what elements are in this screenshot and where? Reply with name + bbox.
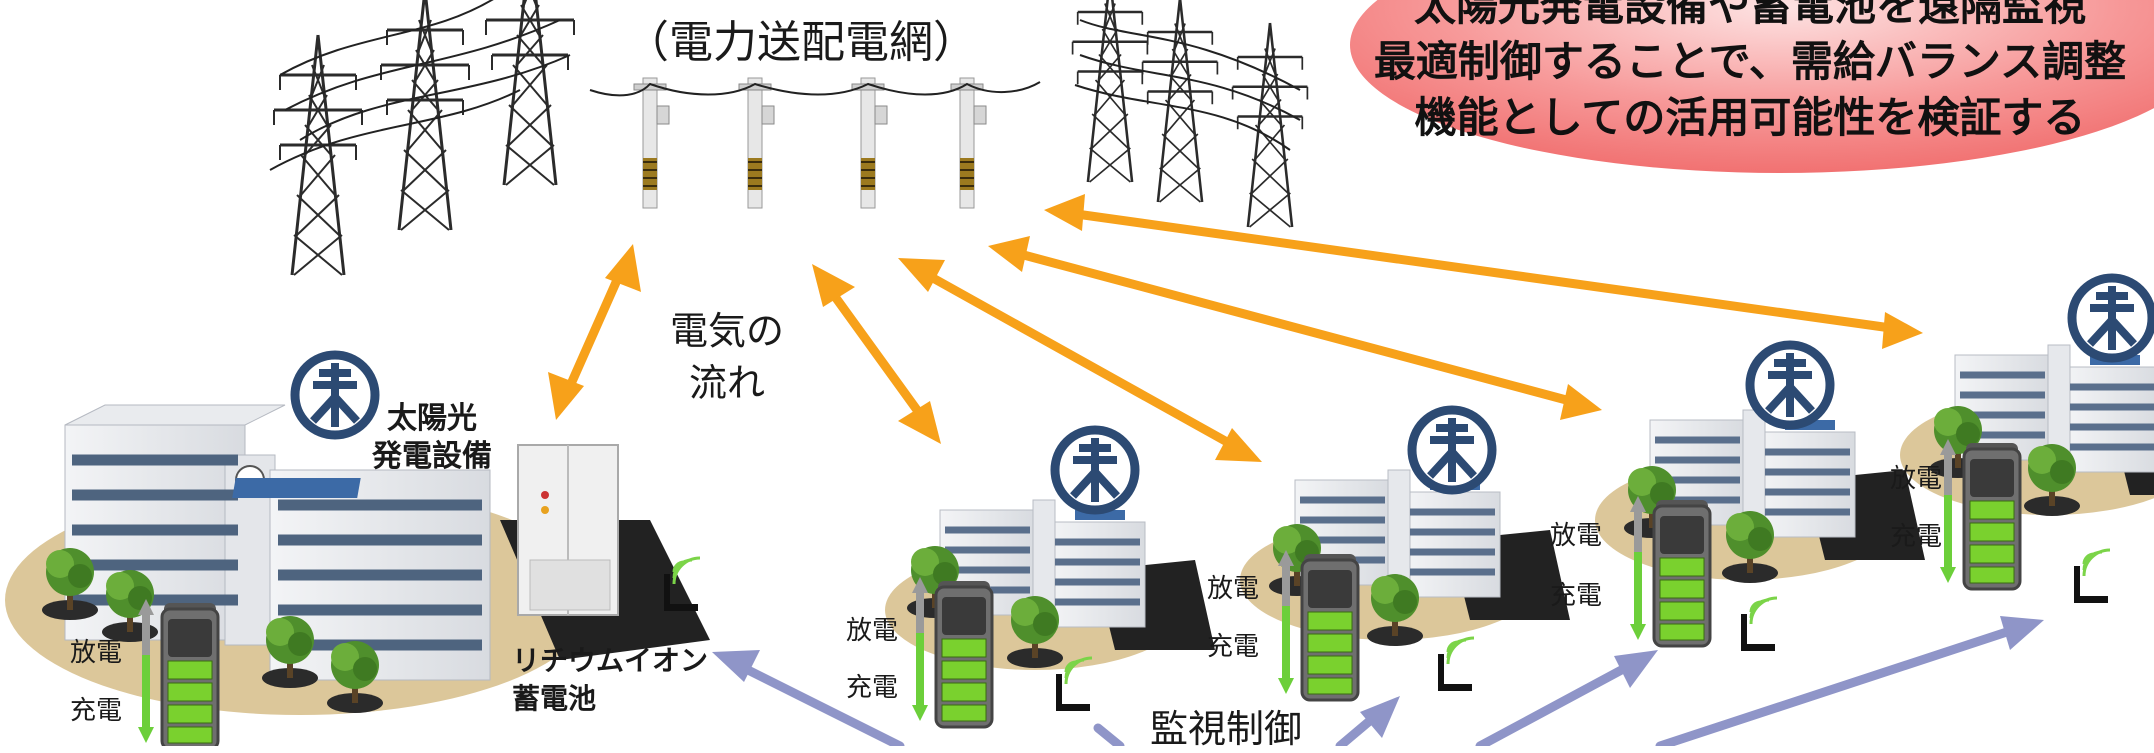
control-arrow-site3 — [1475, 650, 1658, 746]
tree-icon — [262, 616, 318, 688]
company-logo-icon — [295, 355, 375, 435]
utility-pole-icon — [738, 77, 775, 209]
site-2 — [1240, 410, 1570, 700]
discharge-label: 放電 — [70, 638, 123, 668]
electricity-flow-label: 電気の 流れ — [670, 305, 784, 409]
banner-line3: 機能としての活用可能性を検証する — [1414, 93, 2086, 142]
banner-text: 太陽光発電設備や蓄電池を遠隔監視 最適制御することで、需給バランス調整 機能とし… — [1340, 0, 2154, 146]
charge-label: 充電 — [846, 673, 899, 703]
power-grid — [269, 0, 1309, 277]
lithium-battery-label: リチウムイオン 蓄電池 — [512, 642, 708, 718]
discharge-label: 放電 — [1890, 464, 1943, 494]
tree-icon — [1367, 574, 1423, 646]
site-4 — [1900, 278, 2154, 605]
transmission-tower-icon — [1071, 0, 1149, 184]
transmission-tower-icon — [484, 0, 576, 187]
flow-label-line2: 流れ — [689, 361, 766, 405]
power-flow-arrow-site3 — [988, 236, 1602, 420]
battery-label-line1: リチウムイオン — [512, 644, 709, 677]
control-arrow-site1 — [1093, 723, 1125, 746]
flow-label-line1: 電気の — [670, 309, 785, 353]
tree-icon — [1007, 596, 1063, 668]
control-arrow-site2 — [1335, 696, 1400, 746]
company-logo-icon — [1750, 345, 1830, 425]
building-icon — [64, 404, 491, 681]
company-logo-icon — [1412, 410, 1492, 490]
utility-pole-icon — [851, 77, 888, 209]
company-logo-icon — [2072, 278, 2152, 358]
control-arrows — [712, 616, 2044, 746]
main-building-site — [5, 355, 710, 746]
charge-label: 充電 — [70, 696, 123, 726]
tree-icon — [42, 548, 98, 620]
discharge-label: 放電 — [1550, 521, 1603, 551]
power-flow-arrow-site1 — [812, 264, 941, 444]
company-logo-icon — [1055, 430, 1135, 510]
banner-line2: 最適制御することで、需給バランス調整 — [1373, 37, 2127, 86]
utility-pole-icon — [633, 77, 670, 209]
control-arrow-main — [712, 650, 905, 746]
control-arrow-site4 — [1655, 616, 2044, 746]
solar-panel-label: 太陽光 発電設備 — [372, 400, 492, 476]
monitoring-control-label: 監視制御 — [1150, 707, 1303, 751]
battery-icon — [1278, 550, 1358, 700]
power-flow-arrow-site2 — [898, 258, 1262, 462]
power-flow-arrow-site4 — [1044, 194, 1923, 349]
solar-label-line2: 発電設備 — [372, 439, 492, 474]
power-conditioner-icon — [517, 444, 619, 616]
charge-label: 充電 — [1550, 581, 1603, 611]
banner-line1: 太陽光発電設備や蓄電池を遠隔監視 — [1413, 0, 2086, 30]
grid-label: （電力送配電網） — [625, 17, 977, 68]
wifi-antenna-icon — [2072, 548, 2112, 605]
power-flow-arrow-main — [548, 244, 641, 420]
solar-label-line1: 太陽光 — [387, 401, 477, 436]
site-3 — [1595, 345, 1925, 653]
battery-icon — [912, 577, 992, 727]
transmission-tower-icon — [1141, 0, 1219, 204]
battery-icon — [138, 599, 218, 746]
site-1 — [885, 430, 1215, 727]
discharge-label: 放電 — [1207, 574, 1260, 604]
tree-icon — [1722, 511, 1778, 583]
battery-icon — [1940, 439, 2020, 589]
charge-label: 充電 — [1207, 632, 1260, 662]
power-flow-arrows — [548, 194, 1923, 462]
charge-label: 充電 — [1890, 522, 1943, 552]
tree-icon — [327, 641, 383, 713]
summary-banner — [1350, 0, 2154, 173]
battery-label-line2: 蓄電池 — [512, 682, 597, 715]
battery-icon — [1630, 496, 1710, 646]
utility-pole-icon — [950, 77, 987, 209]
wifi-antenna-icon — [1739, 596, 1779, 653]
discharge-label: 放電 — [846, 616, 899, 646]
wifi-antenna-icon — [1436, 636, 1476, 693]
tree-icon — [2024, 444, 2080, 516]
